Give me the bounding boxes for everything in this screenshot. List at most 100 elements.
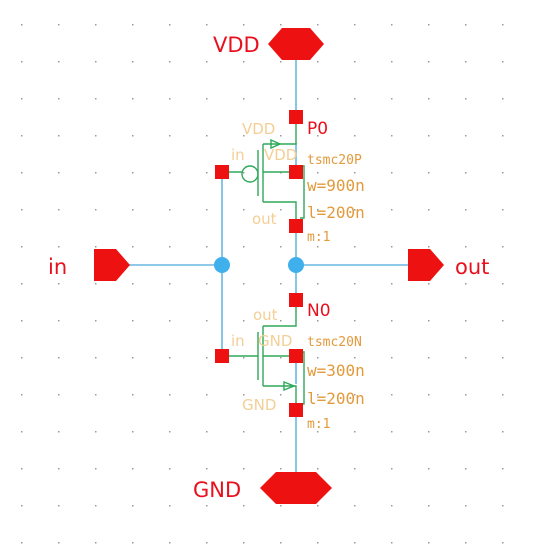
grid-dot	[354, 246, 356, 248]
grid-dot	[465, 24, 467, 26]
out-port[interactable]	[408, 249, 444, 281]
grid-dot	[391, 24, 393, 26]
grid-dot	[58, 431, 60, 433]
grid-dot	[58, 505, 60, 507]
grid-dot	[95, 505, 97, 507]
pmos-source-pin[interactable]	[289, 110, 303, 124]
pmos-symbol[interactable]	[222, 124, 297, 226]
grid-dot	[169, 468, 171, 470]
grid-dot	[317, 172, 319, 174]
grid-dot	[58, 394, 60, 396]
grid-dot	[428, 283, 430, 285]
grid-dot	[95, 468, 97, 470]
grid-dot	[58, 24, 60, 26]
grid-dot	[243, 542, 245, 544]
grid-dot	[354, 172, 356, 174]
grid-dot	[391, 246, 393, 248]
grid-dot	[354, 209, 356, 211]
nmos-source-pin[interactable]	[289, 403, 303, 417]
grid-dot	[21, 135, 23, 137]
grid-dot	[280, 135, 282, 137]
grid-dot	[58, 283, 60, 285]
grid-dot	[354, 542, 356, 544]
grid-dot	[169, 24, 171, 26]
pmos-source-pin-label: VDD	[242, 120, 275, 138]
grid-dot	[169, 505, 171, 507]
grid-dot	[465, 394, 467, 396]
grid-dot	[206, 24, 208, 26]
grid-dot	[465, 135, 467, 137]
gnd-port[interactable]	[260, 472, 332, 504]
grid-dot	[95, 431, 97, 433]
grid-dot	[21, 246, 23, 248]
grid-dot	[169, 431, 171, 433]
grid-dot	[21, 283, 23, 285]
grid-dot	[95, 283, 97, 285]
grid-dot	[502, 172, 504, 174]
grid-dot	[502, 246, 504, 248]
grid-dot	[391, 209, 393, 211]
grid-dot	[206, 505, 208, 507]
grid-dot	[428, 542, 430, 544]
grid-dot	[132, 135, 134, 137]
grid-dot	[243, 209, 245, 211]
grid-dot	[95, 394, 97, 396]
grid-dot	[317, 468, 319, 470]
grid-dot	[21, 209, 23, 211]
grid-dot	[280, 468, 282, 470]
junction-in[interactable]	[214, 257, 230, 273]
grid-dot	[21, 542, 23, 544]
vdd-port[interactable]	[268, 28, 324, 60]
pmos-length: l=200n	[307, 203, 365, 222]
grid-dot	[243, 394, 245, 396]
grid-dot	[317, 246, 319, 248]
grid-dot	[58, 246, 60, 248]
nmos-drain-pin-label: out	[253, 306, 278, 324]
nmos-gate-pin[interactable]	[215, 349, 229, 363]
nmos-symbol[interactable]	[222, 300, 297, 410]
grid-dot	[95, 246, 97, 248]
grid-dot	[317, 209, 319, 211]
grid-dot	[280, 320, 282, 322]
grid-dot	[206, 135, 208, 137]
grid-dot	[391, 357, 393, 359]
nmos-body-pin[interactable]	[289, 349, 303, 363]
grid-dot	[391, 542, 393, 544]
grid-dot	[58, 61, 60, 63]
pmos-body-pin-label: VDD	[264, 146, 297, 164]
grid-dot	[21, 320, 23, 322]
grid-dot	[21, 468, 23, 470]
pmos-body-pin[interactable]	[289, 165, 303, 179]
grid-dot	[243, 283, 245, 285]
grid-dot	[280, 172, 282, 174]
grid-dot	[465, 542, 467, 544]
grid-dot	[354, 505, 356, 507]
grid-dot	[132, 431, 134, 433]
grid-dot	[280, 357, 282, 359]
grid-dot	[391, 135, 393, 137]
junction-out[interactable]	[288, 257, 304, 273]
grid-dot	[243, 135, 245, 137]
grid-dot	[317, 357, 319, 359]
grid-dot	[317, 61, 319, 63]
grid-dot	[502, 468, 504, 470]
pmos-drain-pin[interactable]	[289, 219, 303, 233]
grid-dot	[391, 172, 393, 174]
grid-dot	[280, 24, 282, 26]
grid-dot	[391, 431, 393, 433]
grid-dot	[169, 172, 171, 174]
grid-dot	[280, 394, 282, 396]
grid-dot	[502, 209, 504, 211]
out-port-label: out	[455, 255, 489, 279]
grid-dot	[502, 431, 504, 433]
nmos-drain-pin[interactable]	[289, 293, 303, 307]
grid-dot	[280, 431, 282, 433]
grid-dot	[317, 24, 319, 26]
grid-dot	[169, 394, 171, 396]
grid-dot	[95, 172, 97, 174]
in-port[interactable]	[94, 249, 130, 281]
pmos-gate-pin[interactable]	[215, 165, 229, 179]
grid-dot	[502, 135, 504, 137]
grid-dot	[428, 172, 430, 174]
nmos-source-pin-label: GND	[242, 396, 276, 414]
